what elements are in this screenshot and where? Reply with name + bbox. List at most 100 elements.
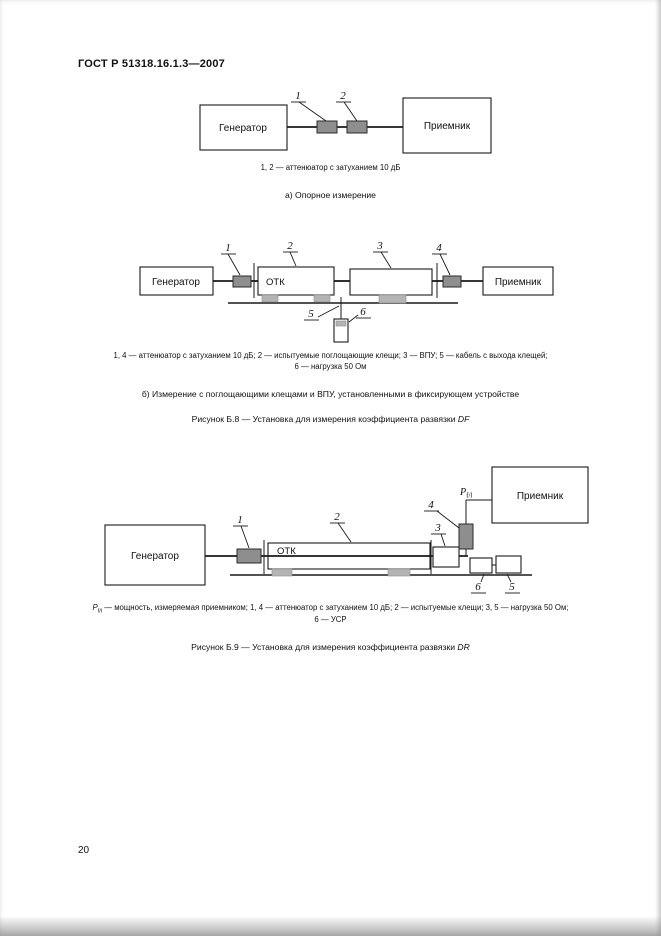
figure-b-caption-line1: 1, 4 — аттенюатор с затуханием 10 дБ; 2 … (113, 351, 548, 360)
fb-attenuator-1 (232, 275, 252, 288)
fa-callout-1-number: 1 (295, 90, 301, 102)
fb-otk-label: ОТК (266, 277, 285, 288)
fc-generator-label: Генератор (131, 551, 179, 562)
figure-b8-caption: Рисунок Б.8 — Установка для измерения ко… (0, 414, 661, 424)
fc-power-label: Pf/l (459, 487, 472, 500)
fc-power-label-sub: f/l (466, 492, 472, 500)
fa-receiver-label: Приемник (424, 121, 471, 132)
fc-attenuator-1 (236, 548, 262, 564)
fb-callout-4-number: 4 (436, 242, 442, 254)
document-header: ГОСТ Р 51318.16.1.3—2007 (78, 58, 225, 70)
fa-attenuator-2 (346, 120, 368, 134)
fc-otk-pad-left (271, 568, 293, 577)
fb-callout-1-number: 1 (225, 242, 231, 254)
fc-callout-3: 3 (431, 522, 446, 547)
leader-line (317, 305, 340, 318)
fb-attenuator-4 (442, 275, 462, 288)
fc-otk-label: ОТК (277, 546, 296, 557)
leader-line (380, 251, 392, 269)
leader-line (439, 253, 451, 276)
fb-otk-pad-left (261, 294, 279, 303)
figure-b9-caption: Рисунок Б.9 — Установка для измерения ко… (0, 642, 661, 652)
leader-line (227, 253, 241, 276)
fb-receiver-box (482, 266, 554, 296)
figure-c-caption-rest: — мощность, измеряемая приемником; 1, 4 … (102, 603, 569, 612)
fc-receiver-label: Приемник (517, 491, 564, 502)
fc-callout-6: 6 (471, 573, 486, 594)
leader-line (337, 522, 352, 543)
fb-callout-1: 1 (221, 242, 241, 276)
fc-load-3-box (432, 546, 460, 568)
fc-callout-1: 1 (233, 514, 250, 549)
fc-callout-4: 4 (424, 499, 460, 529)
figure-a-diagram: Генератор Приемник 1 2 (199, 90, 492, 154)
leader-line (436, 510, 460, 529)
page-number: 20 (78, 845, 90, 856)
figure-c-caption-line1: Pf/l — мощность, измеряемая приемником; … (0, 603, 661, 617)
leader-line (480, 573, 485, 583)
fb-callout-6-number: 6 (360, 306, 366, 318)
fc-callout-5: 5 (505, 573, 520, 594)
fc-callout-4-number: 4 (428, 499, 434, 511)
fb-callout-5-number: 5 (308, 308, 314, 320)
fc-load-5-box (495, 555, 522, 574)
leader-line (298, 101, 327, 122)
fa-generator-box (199, 104, 288, 151)
figure-b8-caption-text: Рисунок Б.8 — Установка для измерения ко… (191, 414, 458, 424)
fb-generator-label: Генератор (152, 277, 200, 288)
fa-callout-2-number: 2 (340, 90, 346, 102)
leader-line (440, 533, 446, 547)
fb-receiver-label: Приемник (495, 277, 542, 288)
figure-b-subtitle: б) Измерение с поглощающими клещами и ВП… (141, 389, 520, 399)
fb-callout-5: 5 (304, 305, 340, 321)
page-edge-shadow-bottom (0, 916, 661, 936)
fb-otk-pad-right (313, 294, 331, 303)
fc-attenuator-4 (458, 523, 474, 550)
fc-receiver-box (491, 466, 589, 524)
figure-b-caption-line2: 6 — нагрузка 50 Ом (294, 362, 367, 371)
leader-line (240, 525, 250, 549)
fc-otk-pad-right (387, 568, 411, 577)
figure-b-diagram: Генератор ОТК Приемник 1 2 3 (139, 240, 554, 343)
fb-generator-box (139, 266, 214, 296)
fb-callout-3-number: 3 (376, 240, 383, 252)
figure-c-caption-p: P (92, 603, 98, 612)
fc-callout-1-number: 1 (237, 514, 243, 526)
fc-generator-box (104, 524, 206, 586)
fc-power-label-p: P (459, 487, 466, 498)
figure-b9-caption-text: Рисунок Б.9 — Установка для измерения ко… (191, 642, 458, 652)
fa-receiver-box (402, 97, 492, 154)
fc-otk-box (267, 542, 431, 570)
leader-line (348, 314, 359, 323)
fb-callout-3: 3 (373, 240, 392, 269)
fb-callout-6: 6 (348, 306, 371, 323)
leader-line (289, 251, 297, 267)
fb-load-top (335, 320, 347, 327)
fa-generator-label: Генератор (219, 123, 267, 134)
fc-callout-2: 2 (330, 511, 352, 543)
figure-b9-caption-em: DR (457, 642, 470, 652)
fc-callout-3-number: 3 (434, 522, 441, 534)
figure-b8-caption-em: DF (457, 414, 470, 424)
fb-callout-2: 2 (283, 240, 298, 267)
fa-callout-1: 1 (291, 90, 327, 122)
figure-c-diagram: Генератор ОТК Приемник Pf/l 1 2 3 (104, 466, 589, 594)
fb-vpu-box (349, 268, 433, 296)
fb-callout-2-number: 2 (287, 240, 293, 252)
figure-c-caption-line2: 6 — УСР (314, 615, 347, 624)
fc-callout-5-number: 5 (509, 581, 515, 593)
figure-a-caption: 1, 2 — аттенюатор с затуханием 10 дБ (260, 163, 401, 172)
fc-callout-6-number: 6 (475, 581, 481, 593)
leader-line (343, 101, 358, 122)
leader-line (506, 573, 512, 583)
fb-callout-4: 4 (432, 242, 451, 276)
fb-otk-box (257, 266, 335, 296)
fc-callout-2-number: 2 (334, 511, 340, 523)
fa-callout-2: 2 (336, 90, 358, 122)
fa-attenuator-1 (316, 120, 338, 134)
figure-a-subtitle: а) Опорное измерение (285, 190, 376, 200)
figure-c-caption-p-sub: f/l (97, 608, 103, 615)
page-edge-shadow-right (655, 0, 661, 936)
fb-vpu-pad (378, 294, 407, 304)
